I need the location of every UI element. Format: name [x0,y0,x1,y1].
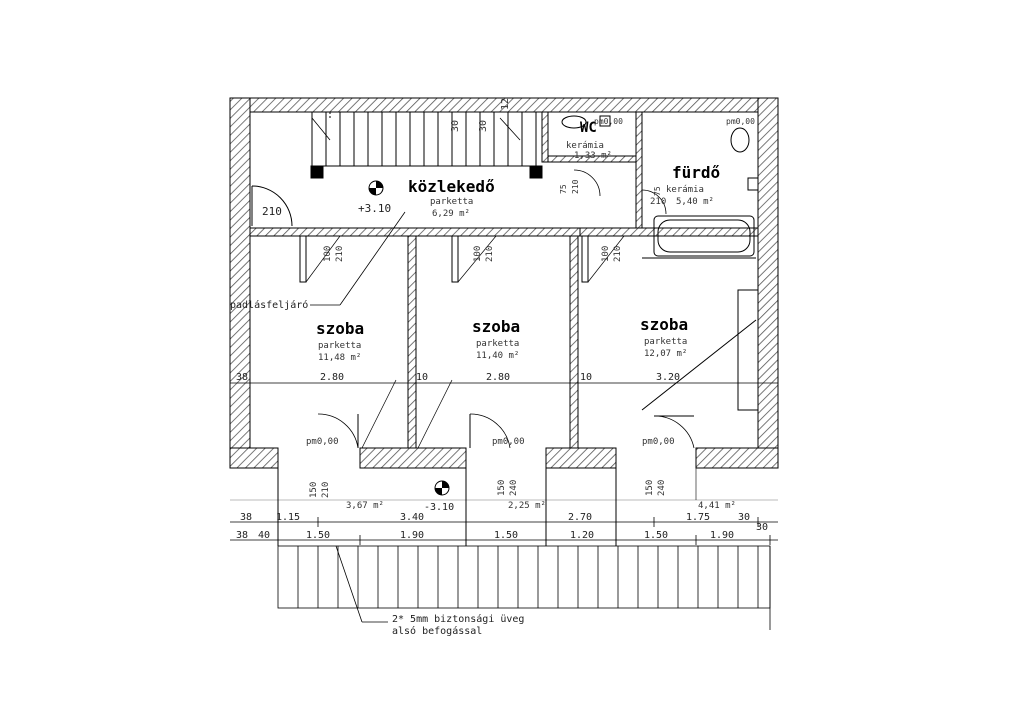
dim1-e: 10 [580,372,592,383]
entry-door [251,185,293,227]
balcony-doors [317,379,695,449]
balcony2-level: -3.10 [424,502,454,513]
door3-height: 210 [613,246,623,262]
kozlekedo-level-marker [368,180,384,196]
stair-height-labels: 30 30 12 [450,98,511,132]
szoba2-level: pm0,00 [492,437,525,447]
glass-leader [335,545,388,623]
wc-level: pm0,00 [594,117,623,126]
szoba1-level: pm0,00 [306,437,339,447]
dim1-f: 3.20 [656,372,680,383]
wc-door-width: 75 [559,184,568,194]
balcony2-area: 2,25 m² [508,501,546,511]
szoba3-name: szoba [640,315,688,334]
bath-door-width: 210 [650,197,666,207]
szoba2-area: 11,40 m² [476,351,519,361]
dim3-c: 1.50 [306,530,330,541]
kozlekedo-area: 6,29 m² [432,209,470,219]
szoba3-level: pm0,00 [642,437,675,447]
dim2-b: 1.15 [276,512,300,523]
interior-walls [249,111,759,449]
dim2-a: 38 [240,512,252,523]
entry-door-width: 210 [262,205,282,218]
balcony-slab [230,468,778,546]
kozlekedo-name: közlekedő [408,177,495,196]
stair-label-3: 12 [500,98,511,110]
szoba3-floor: parketta [644,337,687,347]
window3-a: 150 [645,480,655,496]
dim1-b: 2.80 [320,372,344,383]
dim1-c: 10 [416,372,428,383]
glass-note-1: 2* 5mm biztonsági üveg [392,613,524,625]
attic-leader [310,211,406,306]
dim3-h: 1.90 [710,530,734,541]
dim3-f: 1.20 [570,530,594,541]
window1-a: 150 [309,482,319,498]
szoba2-floor: parketta [476,339,519,349]
szoba1-floor: parketta [318,341,361,351]
glass-railing [277,545,771,630]
wc-door-height: 210 [571,179,580,194]
door2-width: 100 [473,246,483,262]
window2-b: 240 [509,480,519,496]
door1-height: 210 [335,246,345,262]
room-doors [299,235,625,283]
szoba2-name: szoba [472,317,520,336]
dim3-d: 1.90 [400,530,424,541]
bathroom-fixtures [641,127,759,257]
wc-floor: kerámia [566,141,604,151]
furdo-area: 5,40 m² [676,197,714,207]
wc-fixtures [561,115,611,197]
wardrobe [641,257,759,411]
dim3-e: 1.50 [494,530,518,541]
door3-width: 100 [601,246,611,262]
stair-label-2: 30 [478,120,489,132]
dimension-line-3 [230,535,778,545]
dim1-d: 2.80 [486,372,510,383]
szoba1-area: 11,48 m² [318,353,361,363]
furdo-level: pm0,00 [726,117,755,126]
wc-name: WC [580,120,597,136]
dim2-c: 3.40 [400,512,424,523]
dimension-line-2 [230,517,778,527]
szoba1-name: szoba [316,319,364,338]
attic-label: padlásfeljáró [230,299,308,311]
dimension-line-1 [230,378,778,388]
balcony3-area: 4,41 m² [698,501,736,511]
balcony1-area: 3,67 m² [346,501,384,511]
window1-b: 210 [321,482,331,498]
kozlekedo-level: +3.10 [358,202,391,215]
szoba3-area: 12,07 m² [644,349,687,359]
wc-area: 1,33 m² [574,151,612,161]
window2-a: 150 [497,480,507,496]
furdo-floor: kerámia [666,185,704,195]
door1-width: 100 [323,246,333,262]
dim3-a: 38 [236,530,248,541]
dim3-i: 30 [756,522,768,533]
window3-b: 240 [657,480,667,496]
dim3-g: 1.50 [644,530,668,541]
stair-label-1: 30 [450,120,461,132]
dim2-f: 30 [738,512,750,523]
dim2-e: 1.75 [686,512,710,523]
kozlekedo-floor: parketta [430,197,473,207]
staircase [310,112,543,179]
dim1-a: 38 [236,372,248,383]
dim2-d: 2.70 [568,512,592,523]
balcony2-level-marker [434,480,450,496]
dim3-b: 40 [258,530,270,541]
glass-note-2: alsó befogással [392,625,482,637]
furdo-name: fürdő [672,163,720,182]
bath-door-w: 75 [653,186,662,196]
exterior-walls [229,97,779,469]
door2-height: 210 [485,246,495,262]
